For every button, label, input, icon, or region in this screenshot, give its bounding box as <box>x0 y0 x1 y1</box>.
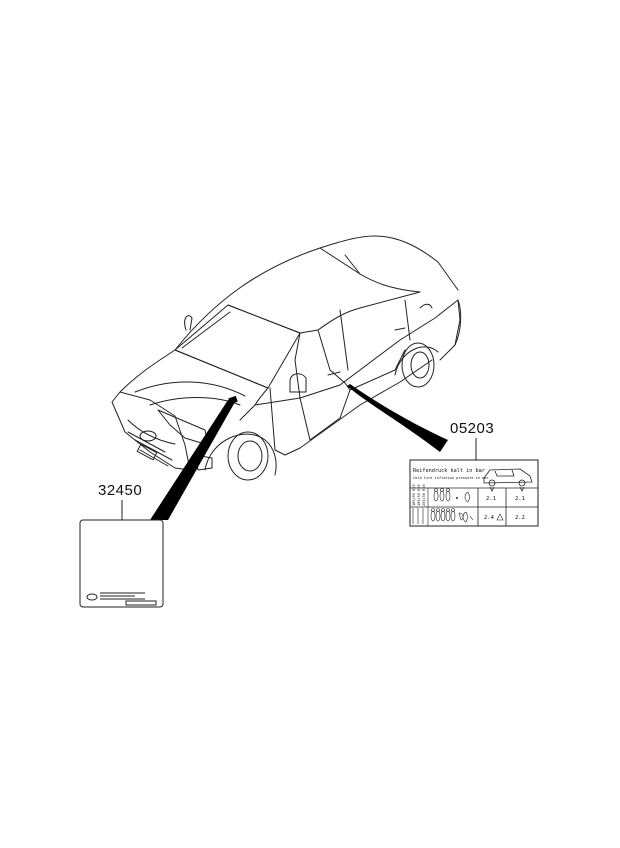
tire-size-3: 205/50 R16 <box>422 484 426 506</box>
load-icon-row2 <box>430 508 474 523</box>
pressure-front-row1: 2.1 <box>486 496 496 502</box>
label-32450-graphic <box>79 519 164 608</box>
car-illustration <box>111 235 462 481</box>
load-icon-row1 <box>433 488 471 503</box>
part-number-05203: 05203 <box>450 420 495 437</box>
pressure-rear-row2: 2.2 <box>515 515 525 521</box>
tire-size-2: 195/55 R16 <box>417 484 421 506</box>
car-icon <box>483 468 533 492</box>
callout-wedge-32450 <box>150 400 235 520</box>
label-location-hood <box>228 395 238 405</box>
warning-triangle-icon <box>496 513 504 521</box>
pressure-rear-row1: 2.1 <box>515 496 525 502</box>
tire-size-1: 185/65 R15 <box>412 484 416 506</box>
tire-label-line2: Cold tire inflation pressure in bar <box>413 476 490 480</box>
callout-wedge-05203 <box>347 384 448 452</box>
tire-label-line1: Reifendruck kalt in bar <box>413 468 485 474</box>
pressure-front-row2: 2.4 <box>484 515 495 521</box>
part-number-32450: 32450 <box>98 482 143 499</box>
label-05203-graphic: Reifendruck kalt in bar Cold tire inflat… <box>409 459 539 527</box>
